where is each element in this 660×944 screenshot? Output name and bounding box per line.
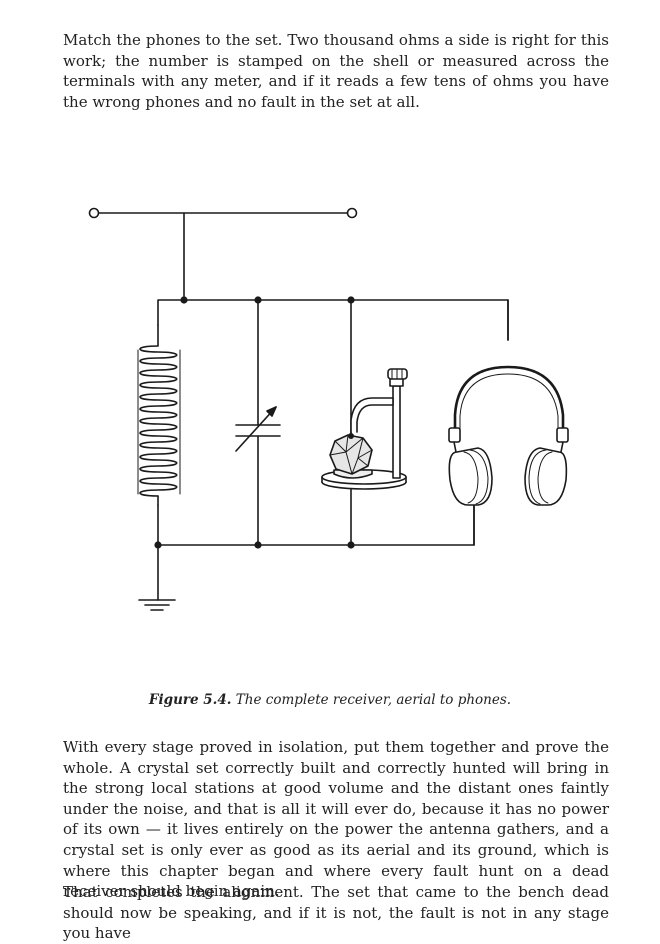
aerial-input-line — [98, 212, 348, 301]
headphones — [448, 299, 569, 546]
aerial-terminal-left — [88, 207, 100, 219]
body-paragraph-2: With every stage proved in isolation, pu… — [63, 738, 609, 901]
crystal-receiver-schematic — [88, 207, 569, 611]
body-paragraph-3: That completes the alignment. The set th… — [63, 883, 609, 943]
figure-label: Figure 5.4. — [148, 692, 232, 708]
top-rail — [157, 299, 509, 341]
ground-symbol — [138, 544, 176, 611]
tuning-coil — [134, 324, 184, 506]
bottom-rail — [157, 504, 475, 546]
variable-capacitor — [235, 299, 281, 546]
body-paragraph-1: Match the phones to the set. Two thousan… — [63, 31, 609, 111]
aerial-terminal-right — [346, 207, 358, 219]
figure-caption-text: The complete receiver, aerial to phones. — [235, 692, 512, 708]
junction-dots — [154, 296, 355, 549]
crystal-detector — [321, 299, 408, 546]
figure-caption: Figure 5.4. The complete receiver, aeria… — [0, 692, 660, 708]
